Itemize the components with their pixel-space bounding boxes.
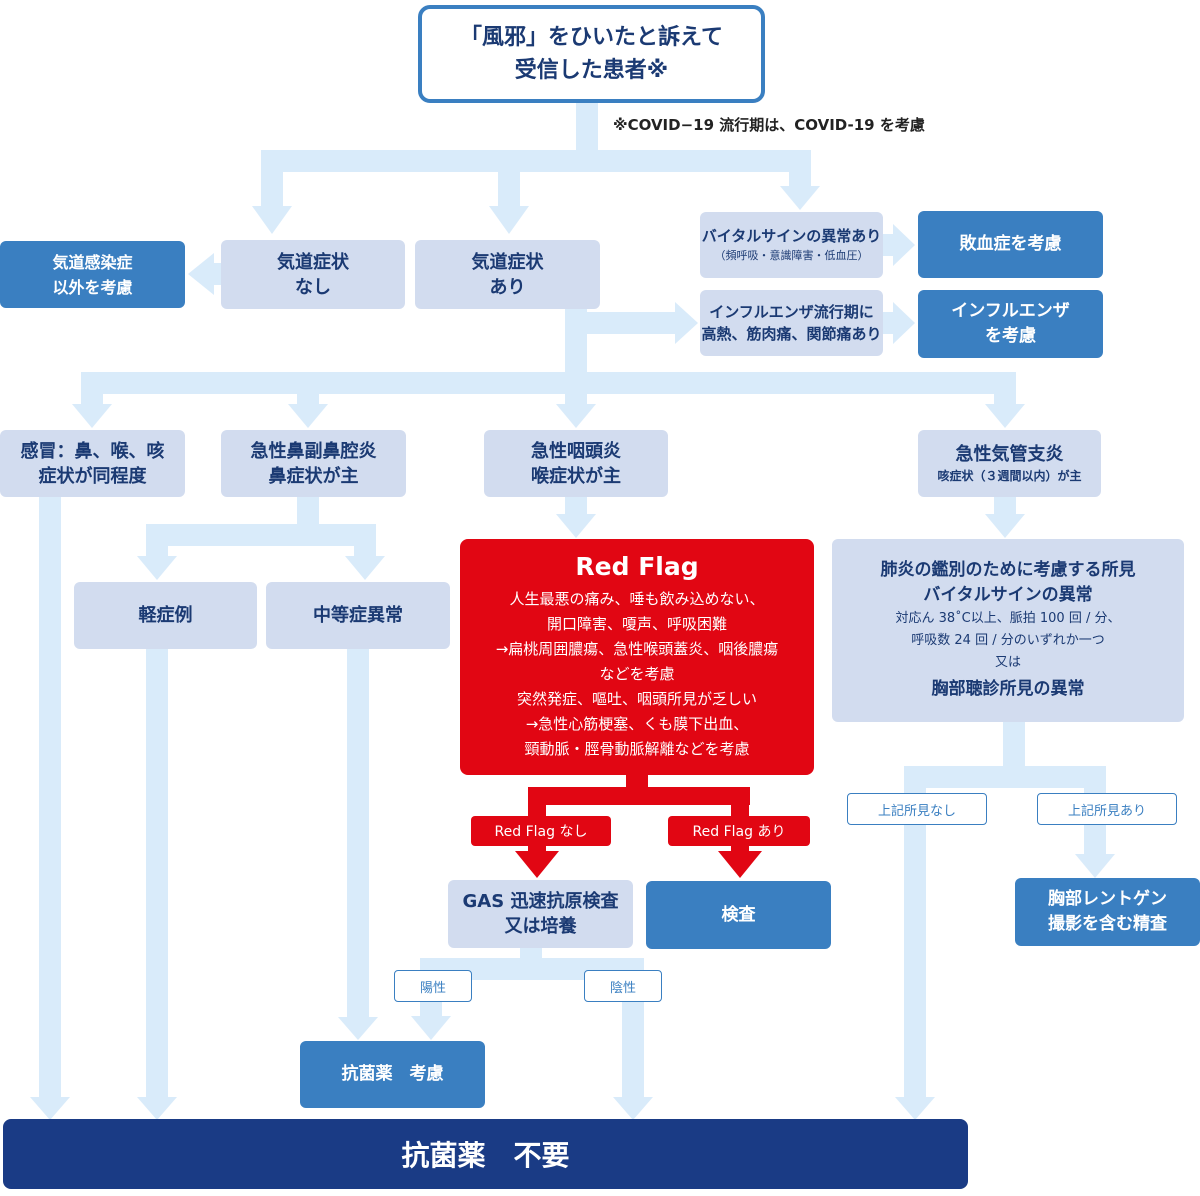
red-flag-node: Red Flag 人生最悪の痛み、唾も飲み込めない、 開口障害、嗄声、呼吸困難 …: [460, 539, 814, 775]
airway-yes-node: 気道症状 あり: [415, 240, 600, 309]
vital-abnormal-line1: バイタルサインの異常あり: [701, 227, 882, 245]
red-flag-line: 突然発症、嘔吐、咽頭所見が乏しい: [516, 690, 757, 708]
pharyngitis-line1: 急性咽頭炎: [531, 440, 621, 462]
flu-consider-line1: インフルエンザ: [951, 301, 1070, 321]
xray-line2: 撮影を含む精査: [1048, 914, 1167, 934]
gas-test-node: GAS 迅速抗原検査 又は培養: [448, 880, 633, 948]
pneumonia-line5: 又は: [994, 654, 1021, 670]
mild-node: 軽症例: [74, 582, 257, 649]
negative-label: 陰性: [584, 970, 662, 1002]
bronchitis-line1: 急性気管支炎: [955, 444, 1064, 465]
airway-none-line1: 気道症状: [277, 251, 349, 273]
sinusitis-node: 急性鼻副鼻腔炎 鼻症状が主: [221, 430, 406, 497]
vital-abnormal-line2: （頻呼吸・意識障害・低血圧）: [714, 249, 869, 262]
start-line1: 「風邪」をひいたと訴えて: [460, 25, 723, 50]
exam-node: 検査: [646, 881, 831, 949]
pharyngitis-line2: 喉症状が主: [531, 465, 621, 487]
common-cold-line2: 症状が同程度: [38, 465, 147, 487]
red-flag-yes-label: Red Flag あり: [668, 816, 810, 846]
sepsis-node: 敗血症を考慮: [918, 211, 1103, 278]
red-flag-line: などを考慮: [599, 665, 675, 683]
xray-line1: 胸部レントゲン: [1048, 889, 1167, 909]
flu-consider-node: インフルエンザ を考慮: [918, 290, 1103, 358]
red-flag-line: 人生最悪の痛み、唾も飲み込めない、: [509, 590, 765, 608]
red-flag-line: 開口障害、嗄声、呼吸困難: [546, 615, 727, 633]
pneumonia-line6: 胸部聴診所見の異常: [931, 678, 1085, 699]
flu-season-line1: インフルエンザ流行期に: [709, 303, 874, 321]
common-cold-node: 感冒：鼻、喉、咳 症状が同程度: [0, 430, 185, 497]
red-flag-no-label: Red Flag なし: [471, 816, 611, 846]
bronchitis-line2: 咳症状（３週間以内）が主: [937, 469, 1082, 483]
flu-season-node: インフルエンザ流行期に 高熱、筋肉痛、関節痛あり: [700, 290, 883, 356]
red-flag-title: Red Flag: [575, 552, 699, 581]
flu-consider-line2: を考慮: [985, 326, 1036, 346]
gas-test-line1: GAS 迅速抗原検査: [462, 891, 619, 912]
gas-test-line2: 又は培養: [504, 916, 577, 937]
flu-season-line2: 高熱、筋肉痛、関節痛あり: [701, 325, 882, 343]
xray-node: 胸部レントゲン 撮影を含む精査: [1015, 878, 1200, 946]
pneumonia-line1: 肺炎の鑑別のために考慮する所見: [880, 559, 1136, 580]
antibiotic-unneeded-node: 抗菌薬 不要: [3, 1119, 968, 1189]
airway-yes-line1: 気道症状: [471, 251, 544, 273]
positive-label: 陽性: [394, 970, 472, 1002]
pneumonia-line4: 呼吸数 24 回 / 分のいずれか一つ: [911, 632, 1105, 648]
pneumonia-findings-node: 肺炎の鑑別のために考慮する所見 バイタルサインの異常 対応ん 38˚C以上、脈拍…: [832, 539, 1184, 722]
airway-yes-line2: あり: [489, 276, 526, 298]
red-flag-line: →扁桃周囲膿瘍、急性喉頭蓋炎、咽後膿瘍: [495, 640, 779, 658]
other-infection-line1: 気道感染症: [52, 252, 133, 272]
pneumonia-line2: バイタルサインの異常: [923, 584, 1093, 605]
start-node: 「風邪」をひいたと訴えて 受信した患者※: [418, 5, 765, 103]
finding-none-label: 上記所見なし: [847, 793, 987, 825]
common-cold-line1: 感冒：鼻、喉、咳: [20, 440, 165, 462]
pneumonia-line3: 対応ん 38˚C以上、脈拍 100 回 / 分、: [895, 610, 1121, 626]
vital-abnormal-node: バイタルサインの異常あり （頻呼吸・意識障害・低血圧）: [700, 212, 883, 278]
pharyngitis-node: 急性咽頭炎 喉症状が主: [484, 430, 668, 497]
moderate-node: 中等症異常: [266, 582, 450, 649]
bronchitis-node: 急性気管支炎 咳症状（３週間以内）が主: [918, 430, 1101, 497]
sinusitis-line2: 鼻症状が主: [268, 465, 359, 487]
start-line2: 受信した患者※: [514, 58, 669, 83]
sinusitis-line1: 急性鼻副鼻腔炎: [250, 440, 377, 462]
other-infection-node: 気道感染症 以外を考慮: [0, 241, 185, 308]
finding-present-label: 上記所見あり: [1037, 793, 1177, 825]
red-flag-line: 頸動脈・脛骨動脈解離などを考慮: [524, 740, 750, 758]
antibiotic-consider-node: 抗菌薬 考慮: [300, 1041, 485, 1108]
other-infection-line2: 以外を考慮: [52, 277, 133, 297]
covid-note: ※COVID−19 流行期は、COVID-19 を考慮: [613, 116, 925, 134]
red-flag-line: →急性心筋梗塞、くも膜下出血、: [525, 715, 749, 733]
airway-none-node: 気道症状 なし: [221, 240, 405, 309]
airway-none-line2: なし: [295, 276, 331, 298]
